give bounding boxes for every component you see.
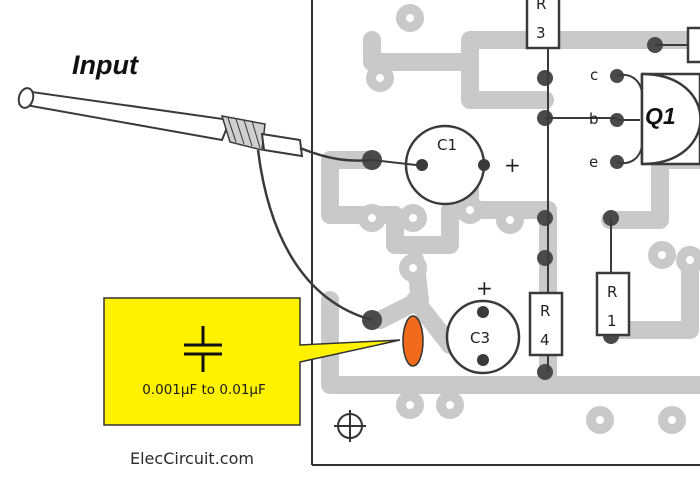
r1-letter: R bbox=[607, 283, 617, 301]
input-label: Input bbox=[72, 50, 138, 80]
resistor-r3 bbox=[525, 0, 561, 50]
c3-plus-label: + bbox=[476, 276, 493, 300]
transistor-q1-round bbox=[641, 72, 700, 166]
resistor-r4 bbox=[528, 291, 564, 357]
capacitor-range-text: 0.001µF to 0.01µF bbox=[142, 382, 266, 398]
callout-bubble bbox=[103, 297, 401, 426]
r1-number: 1 bbox=[607, 312, 617, 330]
c1-label: C1 bbox=[437, 136, 457, 154]
pin-e-label: e bbox=[589, 153, 598, 171]
r3-letter: R bbox=[536, 0, 546, 13]
r4-letter: R bbox=[540, 302, 550, 320]
watermark: ElecCircuit.com bbox=[130, 449, 254, 468]
mounting-hole-crosshair-icon bbox=[334, 410, 366, 442]
c1-plus-label: + bbox=[504, 153, 521, 177]
capacitor-c1 bbox=[371, 124, 490, 206]
input-cable bbox=[17, 87, 373, 322]
pin-c-label: c bbox=[590, 66, 598, 84]
capacitor-c3 bbox=[445, 299, 521, 375]
resistor-partial-top-right bbox=[686, 26, 700, 64]
board-outline bbox=[311, 0, 700, 466]
highlight-marker bbox=[402, 315, 424, 367]
resistor-r1 bbox=[595, 271, 631, 337]
c3-label: C3 bbox=[470, 329, 490, 347]
r4-number: 4 bbox=[540, 331, 550, 349]
pin-b-label: b bbox=[589, 110, 599, 128]
r3-number: 3 bbox=[536, 24, 546, 42]
pcb-pads-light bbox=[358, 4, 700, 434]
capacitor-symbol-icon bbox=[184, 326, 222, 372]
q1-label: Q1 bbox=[645, 103, 676, 129]
